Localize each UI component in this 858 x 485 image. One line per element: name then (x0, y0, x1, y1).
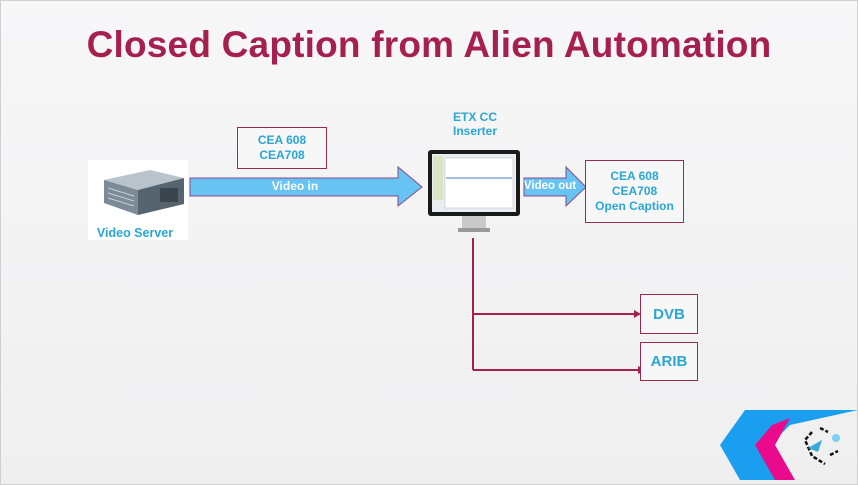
output-format-line: CEA 608 (610, 169, 659, 183)
monitor-icon (428, 150, 520, 232)
slide-title: Closed Caption from Alien Automation (86, 24, 772, 65)
server-icon (88, 160, 188, 240)
inserter-label: ETX CC Inserter (430, 110, 520, 138)
input-format-line: CEA708 (259, 148, 305, 162)
company-logo (720, 410, 858, 480)
dvb-box: DVB (640, 294, 698, 334)
video-server-label: Video Server (96, 226, 174, 240)
output-connectors (472, 238, 638, 371)
video-in-arrow (189, 165, 423, 208)
input-format-box: CEA 608 CEA708 (237, 127, 327, 169)
dvb-arrowhead (634, 310, 641, 318)
output-format-box: CEA 608 CEA708 Open Caption (585, 160, 684, 223)
video-in-label: Video in (271, 179, 319, 193)
inserter-label-line: ETX CC (452, 110, 497, 124)
output-format-line: CEA708 (611, 184, 658, 198)
arib-box: ARIB (640, 342, 698, 381)
output-format-line: Open Caption (595, 199, 674, 213)
input-format-line: CEA 608 (257, 133, 307, 147)
video-out-arrow (523, 165, 587, 208)
arib-label: ARIB (650, 353, 688, 370)
inserter-label-line: Inserter (452, 124, 498, 138)
dvb-label: DVB (653, 305, 685, 323)
video-out-label: Video out (523, 180, 577, 192)
